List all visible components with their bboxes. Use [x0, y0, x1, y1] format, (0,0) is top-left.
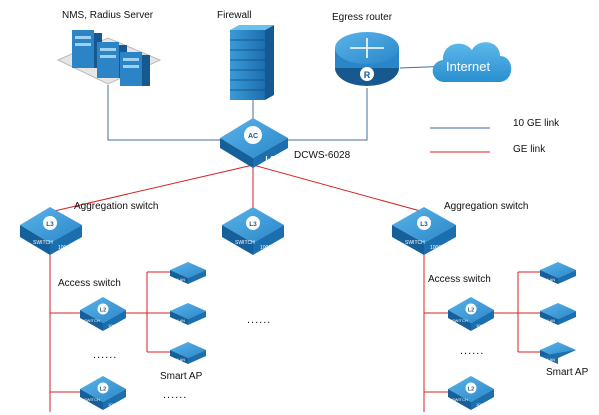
smart-ap-right-3: WLAN	[540, 342, 576, 364]
svg-text:SWITCH: SWITCH	[84, 318, 100, 323]
svg-text:SWITCH: SWITCH	[405, 240, 425, 246]
svg-text:1000M: 1000M	[476, 323, 488, 328]
ellipsis-left-access: ......	[93, 349, 118, 361]
svg-text:1000M: 1000M	[260, 245, 275, 251]
access-switch-left-1: L2 SWITCH 1000M	[80, 297, 126, 331]
smart-ap-right-2: WLAN	[540, 303, 576, 325]
agg-switch-right-device: L3 SWITCH 1000M	[392, 207, 456, 255]
svg-text:WLAN: WLAN	[174, 278, 185, 282]
smart-ap-left-label: Smart AP	[160, 371, 203, 382]
ten-ge-links	[107, 85, 368, 141]
access-switch-left-2: L2 SWITCH 1000M	[80, 376, 126, 410]
egress-router-label: Egress router	[332, 12, 393, 23]
svg-text:1000M: 1000M	[108, 323, 120, 328]
svg-text:L2: L2	[468, 308, 474, 314]
svg-text:L2: L2	[100, 308, 106, 314]
svg-text:WLAN: WLAN	[544, 278, 555, 282]
smart-ap-right-label: Smart AP	[546, 367, 589, 378]
agg-switch-left-label: Aggregation switch	[74, 201, 159, 212]
agg-switch-left-device: L3 SWITCH 1000M	[20, 207, 82, 255]
svg-text:SWITCH: SWITCH	[33, 240, 53, 246]
ellipsis-left-bottom: ......	[163, 389, 188, 401]
router-badge	[360, 67, 374, 81]
svg-text:1000M: 1000M	[108, 402, 120, 407]
access-switch-right-2: L2 SWITCH 1000M	[448, 376, 494, 410]
egress-router-device: R	[335, 32, 399, 86]
svg-text:L3: L3	[249, 221, 257, 228]
svg-text:SWITCH: SWITCH	[452, 318, 468, 323]
access-switch-right-1: L2 SWITCH 1000M	[448, 297, 494, 331]
svg-text:SWITCH: SWITCH	[235, 240, 255, 246]
access-switch-left-label: Access switch	[58, 278, 121, 289]
agg-switch-right-label: Aggregation switch	[444, 201, 529, 212]
smart-ap-left-3: WLAN	[170, 342, 206, 364]
internet-label: Internet	[446, 59, 491, 74]
svg-text:L2: L2	[100, 387, 106, 393]
svg-text:WLAN: WLAN	[544, 358, 555, 362]
ge-links	[49, 164, 540, 412]
svg-text:1000M: 1000M	[430, 245, 445, 251]
link-nms-core	[107, 85, 226, 141]
svg-text:L3: L3	[46, 221, 54, 228]
svg-text:1000M: 1000M	[58, 245, 73, 251]
smart-ap-left-1: WLAN	[170, 262, 206, 284]
access-switch-right-label: Access switch	[428, 274, 491, 285]
core-switch-device: AC L3	[220, 118, 288, 168]
svg-text:WLAN: WLAN	[174, 358, 185, 362]
firewall-label: Firewall	[217, 10, 252, 21]
ellipsis-right-access: ......	[460, 345, 485, 357]
agg-switch-center-device: L3 SWITCH 1000M	[222, 207, 284, 255]
nms-server-label: NMS, Radius Server	[62, 10, 154, 21]
ellipsis-left-ap: ......	[247, 314, 272, 326]
svg-text:L2: L2	[468, 387, 474, 393]
svg-text:1000M: 1000M	[476, 402, 488, 407]
legend-ge-label: GE link	[513, 144, 546, 155]
router-badge-label: R	[364, 70, 371, 80]
svg-text:WLAN: WLAN	[174, 319, 185, 323]
svg-text:SWITCH: SWITCH	[452, 397, 468, 402]
l3-badge: L3	[265, 155, 275, 164]
svg-text:WLAN: WLAN	[544, 319, 555, 323]
svg-text:L3: L3	[420, 221, 428, 228]
smart-ap-left-2: WLAN	[170, 303, 206, 325]
smart-ap-right-1: WLAN	[540, 262, 576, 284]
ac-badge: AC	[248, 133, 258, 140]
svg-text:SWITCH: SWITCH	[84, 397, 100, 402]
legend-ten-ge-label: 10 GE link	[513, 118, 560, 129]
firewall-device	[230, 25, 274, 100]
core-switch-label: DCWS-6028	[294, 150, 351, 161]
link-router-core	[288, 88, 368, 141]
internet-cloud	[432, 42, 512, 82]
server-icon	[120, 52, 150, 86]
nms-radius-server	[56, 30, 162, 86]
